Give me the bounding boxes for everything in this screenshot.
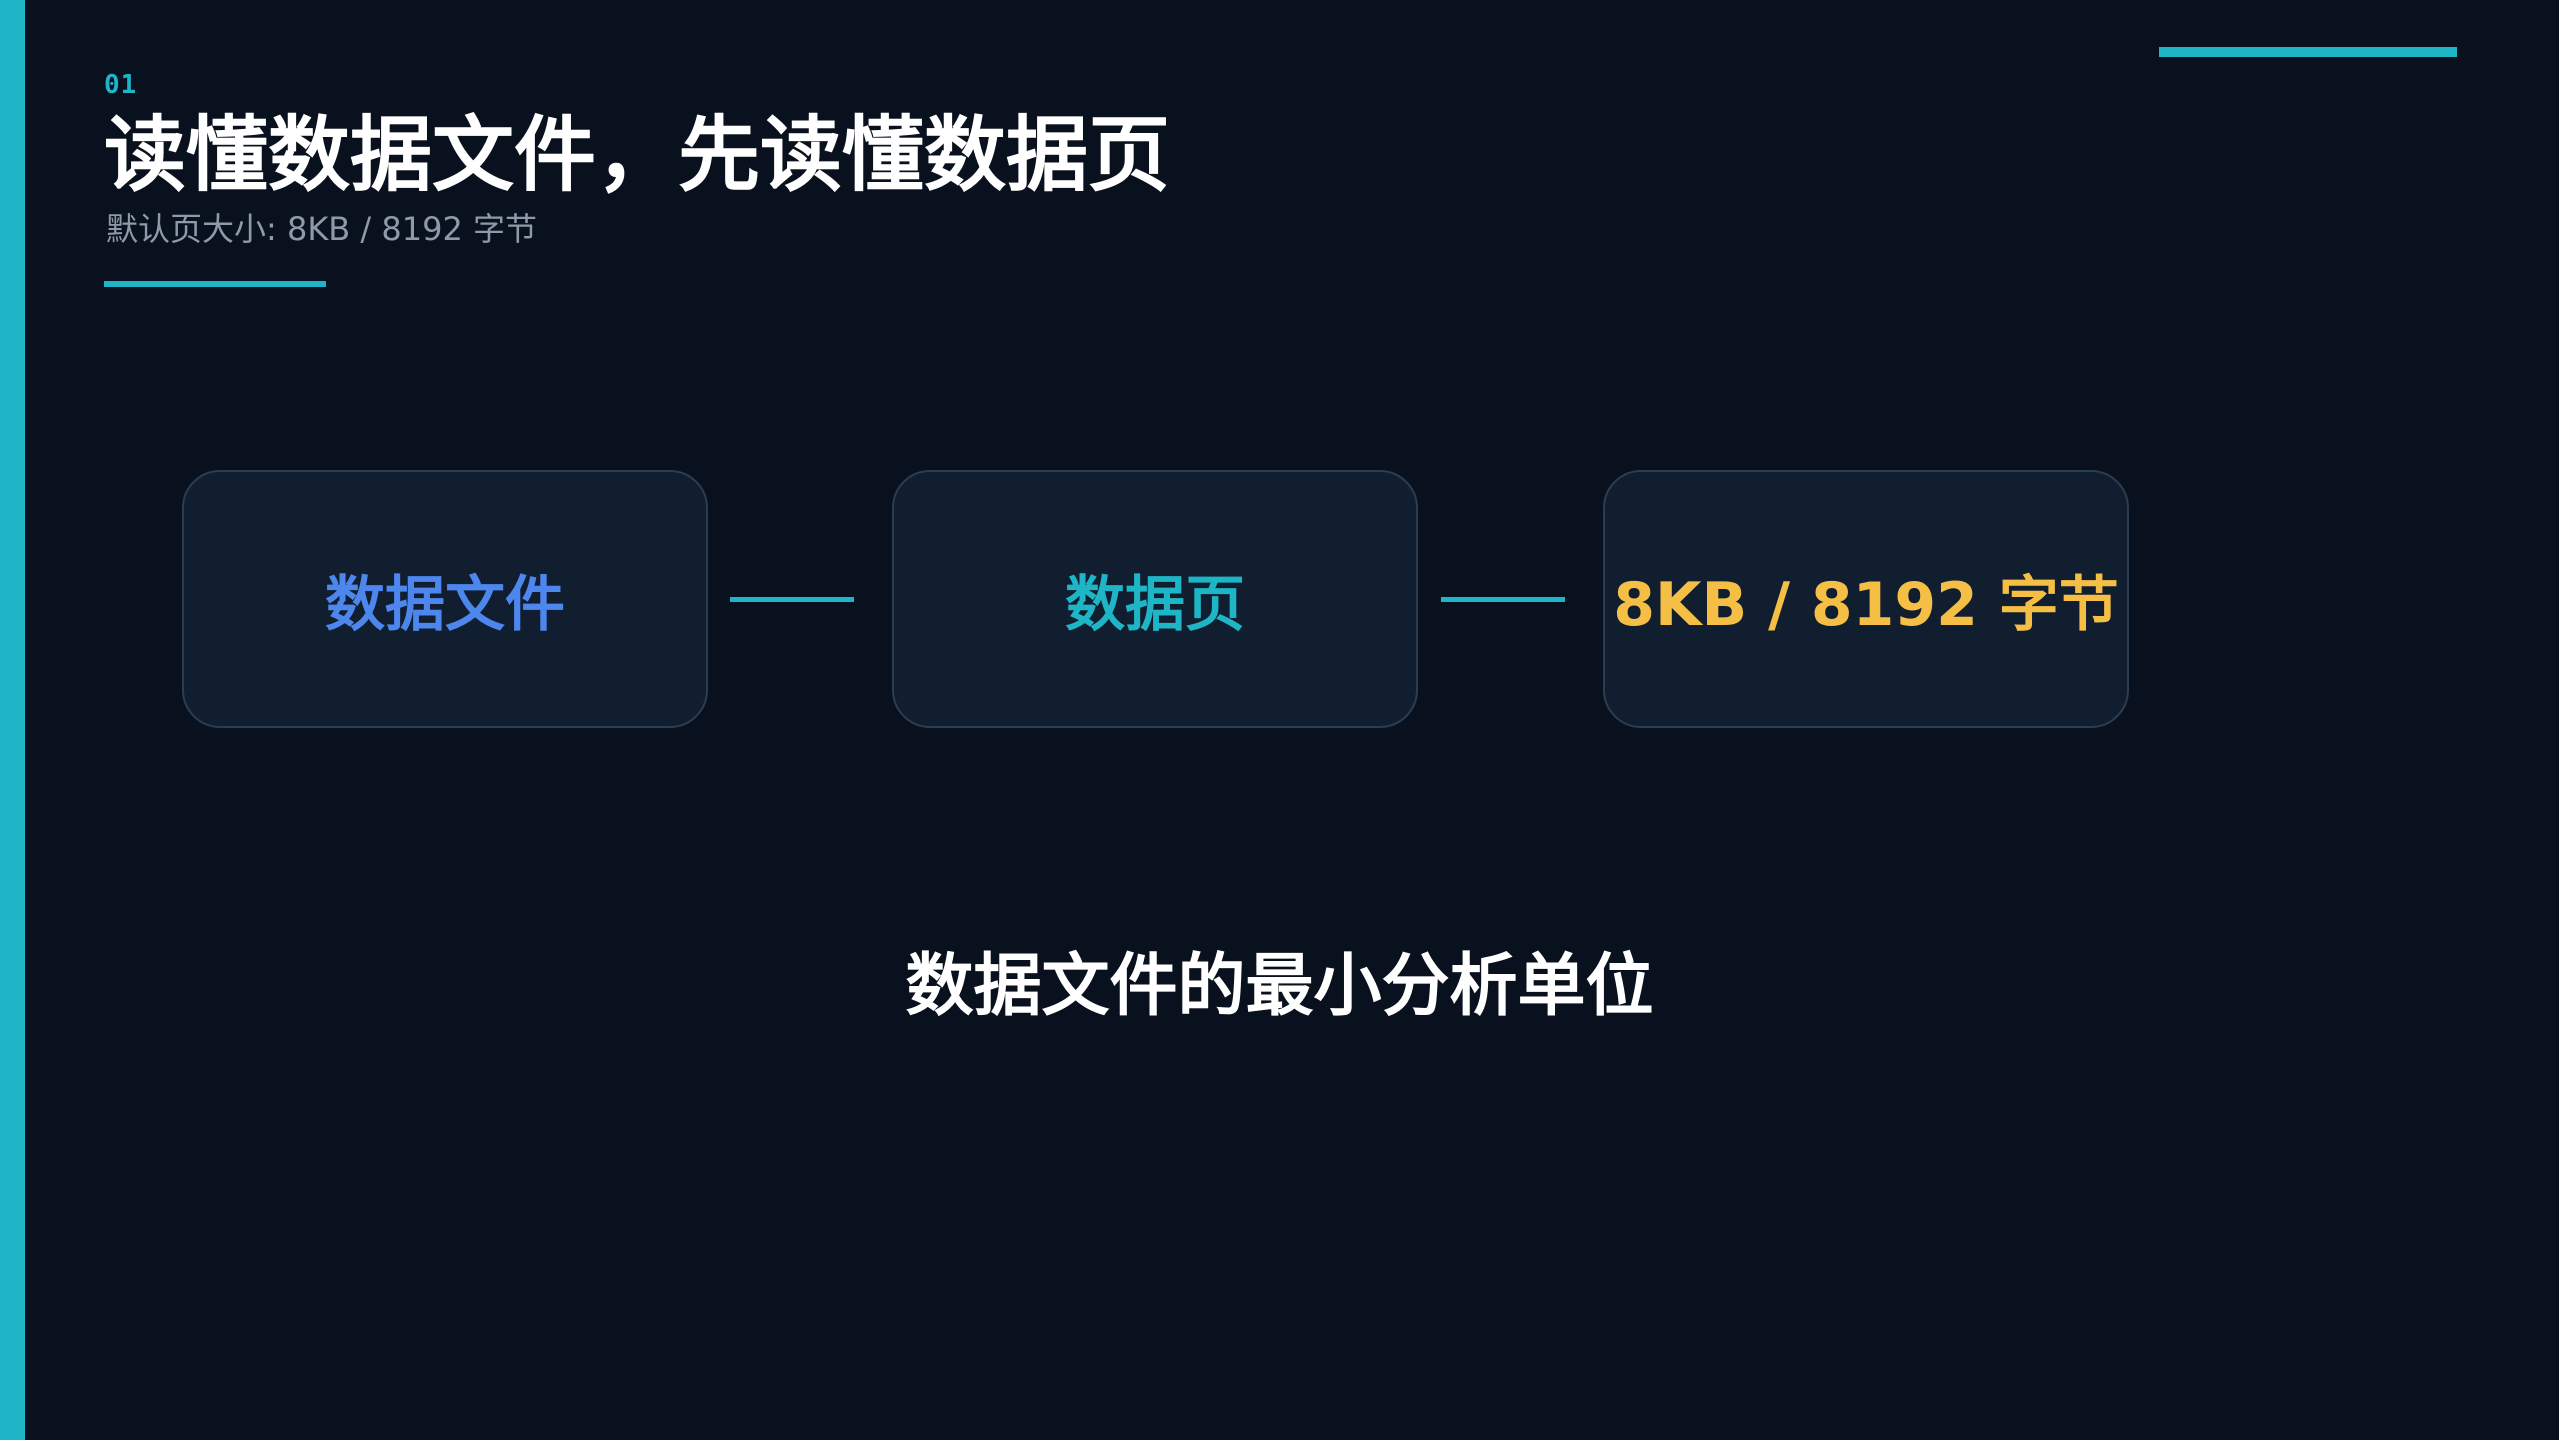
flow-box-label: 数据文件 (325, 569, 565, 640)
slide-subtitle: 默认页大小: 8KB / 8192 字节 (106, 210, 537, 248)
flow-box-label: 数据页 (1065, 569, 1245, 640)
slide-number: 01 (104, 70, 138, 100)
title-underline (104, 281, 326, 287)
flow-connector (1441, 597, 1565, 602)
flow-connector (730, 597, 854, 602)
flow-box-data-file: 数据文件 (182, 470, 708, 728)
left-accent-bar (0, 0, 25, 1440)
slide-title: 读懂数据文件，先读懂数据页 (104, 108, 1171, 203)
top-right-accent-line (2159, 47, 2457, 57)
flow-box-page-size: 8KB / 8192 字节 (1603, 470, 2129, 728)
flow-box-label: 8KB / 8192 字节 (1613, 569, 2119, 640)
caption: 数据文件的最小分析单位 (905, 947, 1654, 1026)
flow-box-data-page: 数据页 (892, 470, 1418, 728)
